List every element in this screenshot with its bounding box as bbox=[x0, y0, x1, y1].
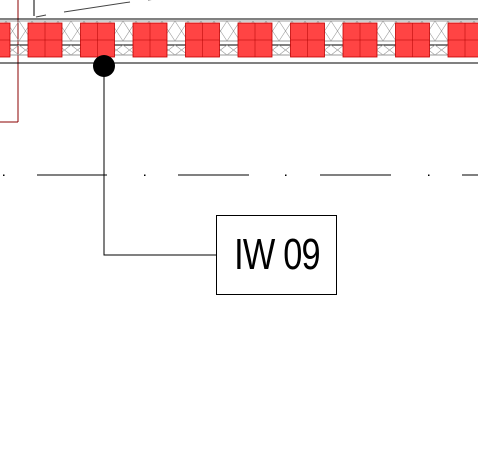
hatch-line bbox=[278, 20, 293, 42]
leader-dot bbox=[93, 55, 115, 77]
hatch-line bbox=[330, 20, 345, 42]
grid-line-dot bbox=[285, 174, 287, 176]
wall-type-tag[interactable]: IW 09 bbox=[216, 215, 337, 295]
grid-line-dot bbox=[3, 174, 5, 176]
grid-line bbox=[3, 174, 478, 176]
grid-line-dot bbox=[144, 174, 146, 176]
hatch-line bbox=[434, 20, 449, 42]
adjacent-wall-outline bbox=[0, 0, 35, 123]
tag-leader bbox=[93, 55, 216, 256]
insulation-blocks bbox=[0, 22, 478, 58]
grid-line-dot bbox=[428, 174, 430, 176]
overhead-dashed-line bbox=[35, 0, 152, 18]
hatch-line bbox=[382, 20, 397, 42]
hatch-line bbox=[382, 44, 397, 56]
wall-type-tag-label: IW 09 bbox=[233, 230, 321, 279]
hatch-line bbox=[278, 44, 293, 56]
wall-assembly-band bbox=[0, 18, 478, 64]
hatch-line bbox=[434, 44, 449, 56]
hatch-line bbox=[330, 44, 345, 56]
